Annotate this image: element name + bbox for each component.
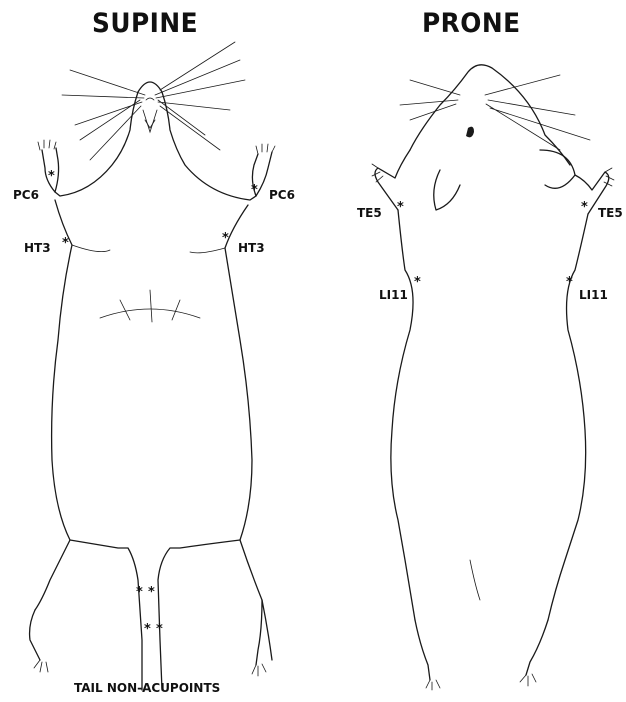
supine-title: SUPINE [92, 8, 198, 39]
tail-marker-1: * [136, 588, 143, 598]
label-pc6-left: PC6 [13, 188, 39, 202]
acupoint-marker-te5-left: * [397, 203, 404, 213]
label-pc6-right: PC6 [269, 188, 295, 202]
acupoint-marker-ht3-left: * [62, 239, 69, 249]
tail-marker-3: * [144, 625, 151, 635]
acupoint-marker-li11-left: * [414, 278, 421, 288]
acupoint-marker-li11-right: * [566, 278, 573, 288]
tail-caption: TAIL NON-ACUPOINTS [74, 681, 220, 695]
label-li11-left: LI11 [379, 288, 408, 302]
acupoint-marker-ht3-right: * [222, 234, 229, 244]
label-te5-left: TE5 [357, 206, 382, 220]
acupoint-marker-te5-right: * [581, 203, 588, 213]
tail-marker-4: * [156, 625, 163, 635]
label-ht3-right: HT3 [238, 241, 265, 255]
label-te5-right: TE5 [598, 206, 623, 220]
prone-title: PRONE [422, 8, 521, 39]
acupoint-marker-pc6-left: * [48, 172, 55, 182]
label-ht3-left: HT3 [24, 241, 51, 255]
prone-rat-drawing [372, 65, 614, 690]
label-li11-right: LI11 [579, 288, 608, 302]
tail-marker-2: * [148, 588, 155, 598]
acupoint-marker-pc6-right: * [251, 186, 258, 196]
